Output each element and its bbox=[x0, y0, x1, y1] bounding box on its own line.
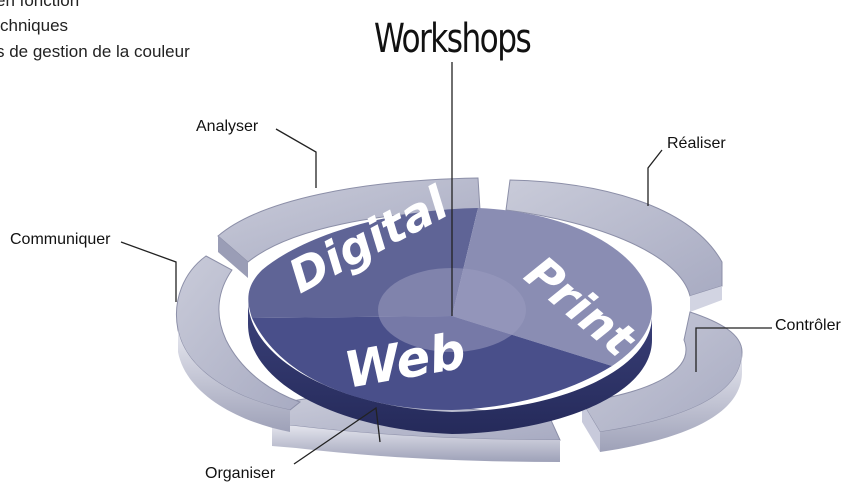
label-communiquer: Communiquer bbox=[10, 231, 111, 248]
leader-analyser bbox=[275, 128, 317, 188]
center-disc bbox=[248, 208, 652, 434]
leader-controler bbox=[695, 327, 772, 372]
leader-organiser bbox=[293, 406, 381, 465]
background-text-line-3: s de gestion de la couleur bbox=[0, 42, 190, 61]
label-realiser: Réaliser bbox=[667, 135, 726, 152]
background-text-line-1: en fonction bbox=[0, 0, 80, 10]
label-controler: Contrôler bbox=[775, 317, 841, 334]
background-text-line-2: chniques bbox=[0, 16, 69, 35]
label-analyser: Analyser bbox=[196, 118, 259, 135]
ring-segment-analyser bbox=[217, 177, 481, 263]
leader-lines bbox=[120, 62, 772, 465]
label-organiser: Organiser bbox=[205, 465, 276, 482]
leader-communiquer bbox=[120, 241, 177, 302]
diagram-title: Workshops bbox=[374, 16, 532, 62]
sector-web bbox=[252, 316, 612, 410]
leader-realiser bbox=[647, 149, 663, 206]
